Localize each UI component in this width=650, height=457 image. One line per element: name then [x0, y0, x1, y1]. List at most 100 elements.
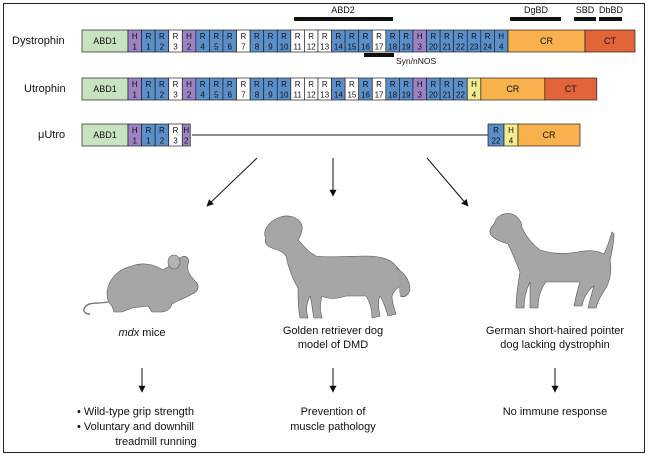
- mouse-outcome-1: • Wild-type grip strength: [77, 406, 194, 418]
- dys-unit-10-number: 8: [255, 42, 260, 51]
- figure-border: [3, 3, 645, 453]
- mu-unit-r22-number: 22: [492, 136, 501, 145]
- utr-ct-label: CT: [565, 84, 577, 94]
- utr-unit-16-letter: R: [335, 80, 341, 89]
- abd2-bar: [294, 17, 393, 21]
- mu-abd1-label: ABD1: [93, 130, 117, 140]
- dys-unit-25-letter: R: [458, 32, 464, 41]
- mice-text: mice: [139, 327, 165, 339]
- utr-unit-19-letter: R: [376, 80, 382, 89]
- dys-ct-label: CT: [604, 36, 616, 46]
- dys-ct-box: [584, 29, 636, 53]
- utr-unit-7-letter: R: [213, 80, 219, 89]
- golden-title-line-2: model of DMD: [298, 339, 368, 351]
- utr-unit-5-letter: H: [186, 80, 192, 89]
- utr-unit-2-letter: R: [145, 80, 151, 89]
- dys-unit-19-number: 17: [375, 42, 384, 51]
- utr-unit-10-letter: R: [254, 80, 260, 89]
- dys-unit-3-number: 2: [160, 42, 165, 51]
- dys-unit-18-letter: R: [363, 32, 369, 41]
- utr-unit-20-number: 18: [388, 90, 397, 99]
- mouse-model-title: mdx mice: [118, 327, 165, 339]
- utr-unit-24-letter: R: [444, 80, 450, 89]
- utr-unit-25-letter: R: [458, 80, 464, 89]
- utr-cr-label: CR: [506, 84, 519, 94]
- dys-unit-15-letter: R: [322, 32, 328, 41]
- sbd-bar: [574, 17, 596, 21]
- arrow-to-mouse: [206, 157, 258, 207]
- mu-unit-4-number: 3: [173, 136, 178, 145]
- utr-unit-12-letter: R: [281, 80, 287, 89]
- dgbd-bar-group: DgBD: [510, 5, 561, 21]
- utr-unit-23-letter: R: [430, 80, 436, 89]
- utr-unit-16-number: 14: [334, 90, 343, 99]
- dys-unit-26-letter: R: [471, 32, 477, 41]
- utr-unit-8-number: 6: [228, 90, 233, 99]
- utr-unit-13-number: 11: [293, 90, 302, 99]
- dys-unit-1-letter: H: [132, 32, 138, 41]
- dys-unit-7-letter: R: [213, 32, 219, 41]
- dys-unit-13-letter: R: [295, 32, 301, 41]
- pointer-outcome-1: No immune response: [503, 406, 608, 418]
- utr-unit-11-letter: R: [268, 80, 274, 89]
- utr-unit-14-letter: R: [308, 80, 314, 89]
- utr-unit-13-letter: R: [295, 80, 301, 89]
- mu-unit-3-letter: R: [159, 126, 165, 135]
- dys-unit-26-number: 23: [470, 42, 479, 51]
- dys-unit-22-letter: H: [417, 32, 423, 41]
- dys-unit-9-letter: R: [240, 32, 246, 41]
- dys-unit-10-letter: R: [254, 32, 260, 41]
- utr-unit-3-letter: R: [159, 80, 165, 89]
- utrophin-label: Utrophin: [24, 83, 66, 95]
- dys-unit-9-number: 7: [241, 42, 246, 51]
- mu-unit-h4-letter: H: [508, 126, 514, 135]
- dgbd-label: DgBD: [524, 5, 549, 15]
- dys-unit-13-number: 11: [293, 42, 302, 51]
- dys-unit-12-letter: R: [281, 32, 287, 41]
- syn-nnos-bar: [364, 53, 394, 57]
- utr-unit-17-number: 15: [347, 90, 356, 99]
- utr-unit-14-number: 12: [307, 90, 316, 99]
- abd2-label: ABD2: [331, 5, 355, 15]
- dys-unit-16-letter: R: [335, 32, 341, 41]
- utr-unit-9-number: 7: [241, 90, 246, 99]
- utr-unit-17-letter: R: [349, 80, 355, 89]
- dys-unit-12-number: 10: [280, 42, 289, 51]
- dystrophin-label: Dystrophin: [12, 35, 65, 47]
- utr-unit-26-number: 4: [472, 90, 477, 99]
- utr-unit-19-number: 17: [375, 90, 384, 99]
- dys-unit-17-letter: R: [349, 32, 355, 41]
- golden-title-line-1: Golden retriever dog: [283, 325, 383, 337]
- dys-unit-28-letter: H: [498, 32, 504, 41]
- utr-unit-25-number: 22: [456, 90, 465, 99]
- dbbd-label: DbBD: [599, 5, 624, 15]
- dys-unit-14-letter: R: [308, 32, 314, 41]
- utr-ct-box: [544, 77, 598, 101]
- dys-unit-24-number: 21: [442, 42, 451, 51]
- dys-unit-3-letter: R: [159, 32, 165, 41]
- utr-unit-21-letter: R: [403, 80, 409, 89]
- utr-unit-15-letter: R: [322, 80, 328, 89]
- dys-unit-18-number: 16: [361, 42, 370, 51]
- utr-unit-6-letter: R: [200, 80, 206, 89]
- dys-unit-7-number: 5: [214, 42, 219, 51]
- abd2-bar-group: ABD2: [294, 5, 393, 21]
- dys-unit-17-number: 15: [347, 42, 356, 51]
- utr-unit-1-number: 1: [133, 90, 138, 99]
- utr-unit-3-number: 2: [160, 90, 165, 99]
- dys-abd1-label: ABD1: [93, 36, 117, 46]
- utr-unit-20-letter: R: [390, 80, 396, 89]
- utr-unit-4-number: 3: [173, 90, 178, 99]
- dys-unit-6-letter: R: [200, 32, 206, 41]
- dys-unit-24-letter: R: [444, 32, 450, 41]
- mu-unit-1-letter: H: [132, 126, 138, 135]
- utr-unit-23-number: 20: [429, 90, 438, 99]
- dys-unit-20-number: 18: [388, 42, 397, 51]
- sbd-label: SBD: [576, 5, 595, 15]
- mu-unit-5-letter: H: [183, 126, 189, 135]
- dgbd-bar: [510, 17, 561, 21]
- utr-unit-4-letter: R: [173, 80, 179, 89]
- dys-unit-2-letter: R: [145, 32, 151, 41]
- pointer-title-line-1: German short-haired pointer: [486, 325, 625, 337]
